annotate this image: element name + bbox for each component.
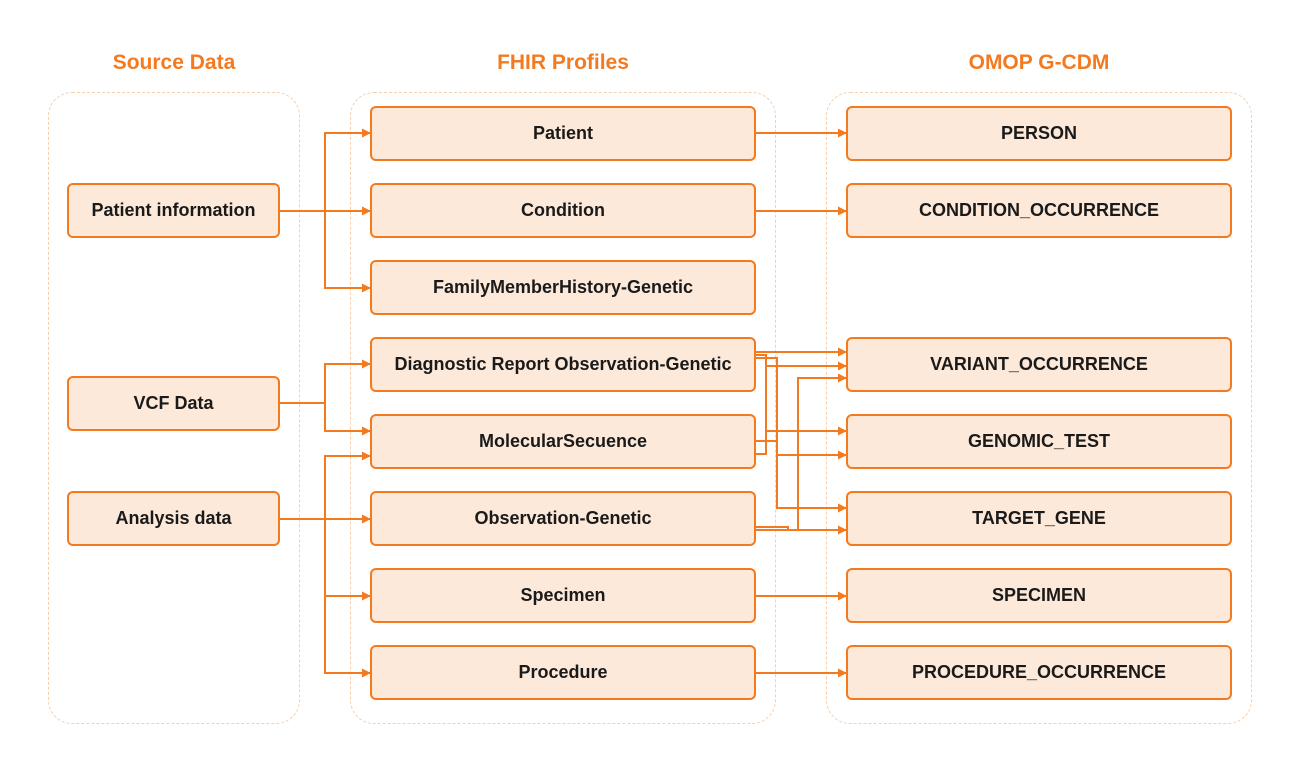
node-target-gene[interactable]: TARGET_GENE (846, 491, 1232, 546)
edge-obsgen-to-var_occ (756, 373, 847, 531)
edge-molseq-to-var_occ (756, 361, 847, 455)
edge-diag-to-target_gene (756, 357, 847, 513)
node-molecularsecuence[interactable]: MolecularSecuence (370, 414, 756, 469)
node-condition-occurrence[interactable]: CONDITION_OCCURRENCE (846, 183, 1232, 238)
edge-patient_info-to-patient (280, 128, 371, 212)
node-procedure[interactable]: Procedure (370, 645, 756, 700)
node-condition[interactable]: Condition (370, 183, 756, 238)
node-diagnostic-report-observation-genetic[interactable]: Diagnostic Report Observation-Genetic (370, 337, 756, 392)
node-familymemberhistory-genetic[interactable]: FamilyMemberHistory-Genetic (370, 260, 756, 315)
node-observation-genetic[interactable]: Observation-Genetic (370, 491, 756, 546)
edge-analysis-to-molseq (280, 451, 371, 520)
edge-patient_info-to-fmh (280, 210, 371, 293)
edge-obsgen-to-target_gene (756, 525, 847, 535)
omop-gcdm-title: OMOP G-CDM (968, 51, 1110, 74)
omop-gcdm-group (826, 92, 1252, 724)
edge-vcf-to-diag (280, 359, 371, 404)
node-vcf-data[interactable]: VCF Data (67, 376, 280, 431)
node-variant-occurrence[interactable]: VARIANT_OCCURRENCE (846, 337, 1232, 392)
source-data-group (48, 92, 300, 724)
fhir-profiles-group (350, 92, 776, 724)
node-procedure-occurrence[interactable]: PROCEDURE_OCCURRENCE (846, 645, 1232, 700)
node-patient[interactable]: Patient (370, 106, 756, 161)
edge-molseq-to-gen_test (756, 440, 847, 460)
source-data-title: Source Data (112, 51, 236, 74)
fhir-profiles-title: FHIR Profiles (497, 51, 629, 74)
node-genomic-test[interactable]: GENOMIC_TEST (846, 414, 1232, 469)
edge-analysis-to-procedure (280, 518, 371, 678)
node-analysis-data[interactable]: Analysis data (67, 491, 280, 546)
edge-vcf-to-molseq (280, 402, 371, 436)
node-specimen[interactable]: Specimen (370, 568, 756, 623)
node-specimen-table[interactable]: SPECIMEN (846, 568, 1232, 623)
node-person[interactable]: PERSON (846, 106, 1232, 161)
node-patient-information[interactable]: Patient information (67, 183, 280, 238)
